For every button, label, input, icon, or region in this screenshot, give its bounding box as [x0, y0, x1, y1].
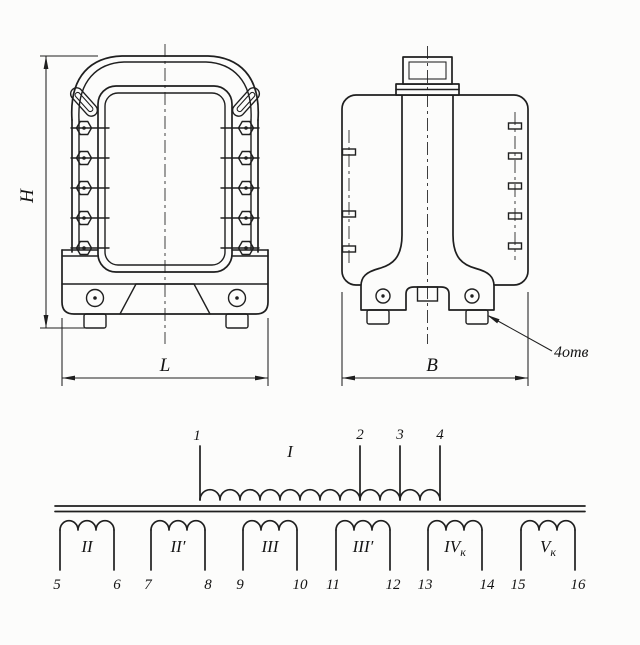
mounting-hole: [85, 288, 105, 308]
front-view: H L: [17, 44, 269, 386]
dim-label-l: L: [159, 355, 171, 376]
holes-note-label: 4отв: [554, 344, 589, 361]
side-view: B 4отв: [341, 46, 589, 386]
foot-tab: [225, 313, 249, 329]
secondary-winding: III′ 11 12: [326, 519, 402, 593]
winding-label: IVк: [443, 537, 466, 559]
dim-label-h: H: [17, 188, 38, 204]
solder-lugs-right: [507, 112, 523, 260]
winding-schematic: 1 2 3 4 I II 5 6 II′ 7 8 III 9 10 III′: [53, 427, 586, 593]
terminal-number: 11: [326, 577, 340, 593]
terminal-number: 2: [356, 427, 364, 443]
winding-label: II′: [169, 537, 185, 556]
dim-label-b: B: [426, 355, 438, 376]
dim-arrow: [62, 375, 75, 381]
terminal-number: 14: [480, 577, 496, 593]
solder-lugs-left: [341, 130, 357, 265]
strap-buckle-left: [69, 87, 99, 117]
terminal-number: 3: [395, 427, 404, 443]
terminal-number: 16: [571, 577, 587, 593]
terminal-number: 4: [436, 427, 444, 443]
terminal-number: 1: [193, 428, 201, 444]
dim-arrow: [43, 56, 49, 69]
dim-arrow: [255, 375, 268, 381]
foot-tab: [465, 309, 489, 325]
mounting-hole: [375, 288, 391, 304]
foot-tab: [83, 313, 107, 329]
terminal-number: 8: [204, 577, 212, 593]
mounting-hole: [227, 288, 247, 308]
dim-arrow: [43, 315, 49, 328]
dim-arrow: [342, 375, 355, 381]
secondary-winding: II 5 6: [53, 519, 121, 593]
winding-label: I: [286, 442, 294, 461]
winding-label: Vк: [540, 537, 556, 559]
winding-label: II: [80, 537, 94, 556]
dimension-width: B: [341, 292, 529, 386]
terminal-number: 13: [418, 577, 433, 593]
winding-label: III′: [352, 537, 374, 556]
terminal-number: 15: [511, 577, 527, 593]
primary-coil-bumps: [199, 488, 441, 501]
terminal-number: 10: [293, 577, 309, 593]
terminal-number: 9: [236, 577, 244, 593]
dimension-length: L: [61, 318, 269, 386]
foot-tab: [366, 309, 390, 325]
terminal-number: 6: [113, 577, 121, 593]
holes-callout: 4отв: [485, 312, 589, 361]
primary-winding: 1 2 3 4 I: [193, 427, 444, 501]
terminal-number: 5: [53, 577, 61, 593]
winding-label: III: [261, 537, 280, 556]
secondary-winding: IVк 13 14: [418, 519, 496, 593]
secondary-winding: III 9 10: [236, 519, 309, 593]
terminal-number: 7: [144, 577, 153, 593]
dim-arrow: [515, 375, 528, 381]
secondary-winding: Vк 15 16: [511, 519, 587, 593]
secondary-winding: II′ 7 8: [144, 519, 212, 593]
dimension-height: H: [17, 55, 98, 329]
terminal-number: 12: [386, 577, 402, 593]
strap-buckle-right: [231, 87, 261, 117]
mounting-hole: [464, 288, 480, 304]
